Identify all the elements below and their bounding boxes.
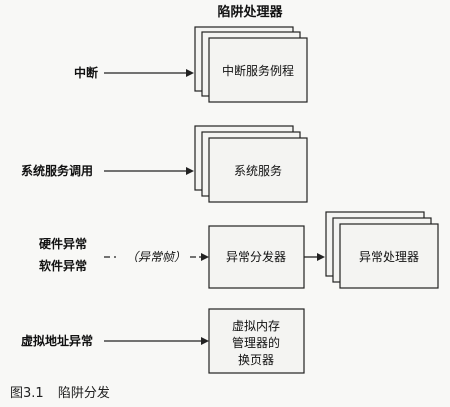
hardware-exception-label: 硬件异常 (39, 236, 87, 251)
system-service-call-label: 系统服务调用 (21, 163, 93, 178)
system-service-stack: 系统服务 (194, 125, 308, 203)
vm-pager-label-line3: 换页器 (238, 353, 274, 367)
exception-handler-label: 异常处理器 (359, 250, 419, 264)
trap-handler-title: 陷阱处理器 (217, 4, 283, 20)
software-exception-label: 软件异常 (39, 258, 87, 273)
vm-pager-label-line2: 管理器的 (232, 335, 280, 350)
figure-number: 图3.1 (10, 386, 44, 401)
trap-dispatch-diagram: 陷阱处理器 中断服务例程 系统服务 异常分发器 异常处理器 虚拟内存 管理器的 … (21, 4, 439, 374)
exception-dispatcher-box: 异常分发器 (208, 225, 305, 289)
arrow-dispatcher-to-handler (304, 253, 325, 261)
interrupt-label: 中断 (74, 65, 98, 80)
figure-title: 陷阱分发 (57, 386, 110, 401)
arrow-virtual-address (104, 337, 209, 345)
exception-dispatcher-label: 异常分发器 (226, 249, 286, 264)
exception-handler-stack: 异常处理器 (325, 211, 439, 289)
arrow-system-service-call (104, 167, 194, 175)
interrupt-service-routine-stack: 中断服务例程 (194, 26, 308, 103)
arrow-interrupt (104, 69, 194, 77)
system-service-label: 系统服务 (234, 163, 282, 178)
interrupt-service-routine-label: 中断服务例程 (222, 63, 294, 78)
exception-frame-label: （异常帧） (126, 250, 186, 264)
vm-pager-box: 虚拟内存 管理器的 换页器 (208, 308, 305, 374)
figure-caption: 图3.1 陷阱分发 (10, 382, 120, 401)
arrow-exception-frame (190, 253, 209, 261)
vm-pager-label-line1: 虚拟内存 (232, 319, 280, 333)
virtual-address-exception-label: 虚拟地址异常 (21, 333, 93, 348)
